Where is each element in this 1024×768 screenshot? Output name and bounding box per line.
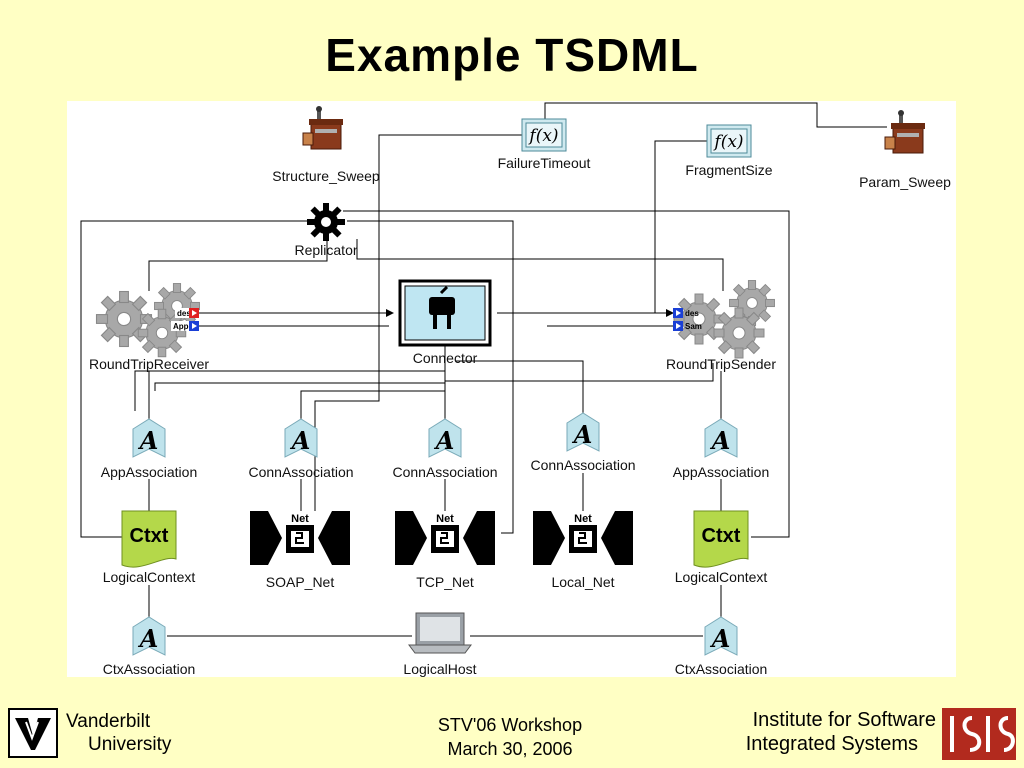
svg-text:A: A (710, 426, 731, 455)
app-association-left-node[interactable]: A AppAssociation (101, 418, 198, 480)
svg-text:A: A (434, 426, 455, 455)
diagram-canvas: Structure_Sweep f(x) FailureTimeout f(x)… (67, 101, 956, 677)
replicator-node[interactable]: Replicator (294, 203, 358, 258)
logical-context-left-node[interactable]: Ctxt LogicalContext (103, 510, 196, 585)
vanderbilt-line-1: Vanderbilt (66, 711, 151, 732)
vanderbilt-logo-icon (8, 708, 58, 758)
svg-text:f(x): f(x) (712, 132, 743, 152)
structure-sweep-node[interactable]: Structure_Sweep (272, 105, 380, 184)
footer-workshop: STV'06 Workshop March 30, 2006 (360, 713, 660, 761)
isis-line-2: Integrated Systems (745, 733, 918, 755)
workshop-name: STV'06 Workshop (437, 715, 583, 735)
ctx-association-right-node[interactable]: A CtxAssociation (675, 616, 768, 677)
svg-text:A: A (710, 624, 731, 653)
gear-icon (307, 203, 345, 241)
logical-host-node[interactable]: LogicalHost (403, 612, 477, 677)
port-app: App (173, 322, 189, 331)
association-icon: A (132, 418, 166, 458)
association-icon: A (132, 616, 166, 656)
slide-title: Example TSDML (325, 29, 699, 81)
local-net-node[interactable]: Net Local_Net (532, 510, 634, 590)
svg-text:Net: Net (574, 513, 592, 525)
logical-context-right-label: LogicalContext (675, 569, 768, 585)
isis-logo-icon (942, 708, 1016, 760)
failure-timeout-label: FailureTimeout (498, 155, 591, 171)
association-icon: A (566, 412, 600, 452)
structure-sweep-label: Structure_Sweep (272, 168, 380, 184)
association-icon: A (428, 418, 462, 458)
app-association-left-label: AppAssociation (101, 464, 198, 480)
round-trip-sender-label: RoundTripSender (666, 356, 776, 372)
gears-icon (95, 283, 200, 358)
fragment-size-node[interactable]: f(x) FragmentSize (685, 124, 773, 178)
svg-text:A: A (572, 420, 593, 449)
connector-label: Connector (413, 350, 478, 366)
vanderbilt-branding: Vanderbilt University (8, 708, 208, 764)
vanderbilt-line-2: University (88, 734, 172, 755)
plug-icon (429, 285, 455, 329)
workshop-date: March 30, 2006 (447, 739, 573, 759)
association-icon: A (704, 616, 738, 656)
soap-net-label: SOAP_Net (266, 574, 335, 590)
conn-association-1-label: ConnAssociation (248, 464, 353, 480)
tcp-net-node[interactable]: Net TCP_Net (394, 510, 496, 590)
coffee-grinder-icon (302, 105, 344, 150)
app-association-right-node[interactable]: A AppAssociation (673, 418, 770, 480)
association-icon: A (704, 418, 738, 458)
svg-text:A: A (138, 426, 159, 455)
conn-association-2-node[interactable]: A ConnAssociation (392, 418, 498, 480)
laptop-icon (408, 612, 472, 654)
conn-association-2-label: ConnAssociation (392, 464, 497, 480)
ctx-association-left-node[interactable]: A CtxAssociation (103, 616, 196, 677)
association-icon: A (284, 418, 318, 458)
port-des: des (177, 309, 191, 318)
svg-text:f(x): f(x) (527, 126, 558, 146)
svg-text:Ctxt: Ctxt (702, 525, 741, 547)
round-trip-receiver-label: RoundTripReceiver (89, 356, 209, 372)
tsdml-diagram: Structure_Sweep f(x) FailureTimeout f(x)… (80, 102, 951, 677)
ctx-association-right-label: CtxAssociation (675, 661, 768, 677)
logical-context-right-node[interactable]: Ctxt LogicalContext (675, 510, 768, 585)
svg-text:Ctxt: Ctxt (130, 525, 169, 547)
isis-name: Institute for Software Integrated System… (740, 708, 936, 756)
network-icon: Net (394, 510, 496, 566)
svg-text:Net: Net (436, 513, 454, 525)
svg-text:Net: Net (291, 513, 309, 525)
port-des: des (685, 309, 699, 318)
connector-node[interactable]: Connector (398, 279, 492, 366)
conn-association-1-node[interactable]: A ConnAssociation (248, 418, 354, 480)
failure-timeout-node[interactable]: f(x) FailureTimeout (498, 118, 591, 171)
network-icon: Net (249, 510, 351, 566)
gears-icon (673, 280, 775, 359)
context-icon: Ctxt (693, 510, 749, 568)
conn-association-3-label: ConnAssociation (530, 457, 635, 473)
vanderbilt-name: Vanderbilt University (66, 710, 171, 756)
fragment-size-label: FragmentSize (685, 162, 772, 178)
replicator-label: Replicator (294, 242, 357, 258)
param-sweep-node[interactable]: Param_Sweep (859, 109, 951, 190)
local-net-label: Local_Net (551, 574, 614, 590)
connection-lines (80, 102, 887, 637)
app-association-right-label: AppAssociation (673, 464, 770, 480)
ctx-association-left-label: CtxAssociation (103, 661, 196, 677)
isis-line-1: Institute for Software (752, 709, 936, 731)
svg-text:A: A (290, 426, 311, 455)
round-trip-sender-node[interactable]: des Sam RoundTripSender (666, 280, 776, 373)
logical-host-label: LogicalHost (403, 661, 476, 677)
param-sweep-label: Param_Sweep (859, 174, 951, 190)
port-sam: Sam (685, 322, 702, 331)
context-icon: Ctxt (121, 510, 177, 568)
logical-context-left-label: LogicalContext (103, 569, 196, 585)
round-trip-receiver-node[interactable]: des App RoundTripReceiver (89, 283, 209, 373)
soap-net-node[interactable]: Net SOAP_Net (249, 510, 351, 590)
network-icon: Net (532, 510, 634, 566)
coffee-grinder-icon (884, 109, 926, 154)
tcp-net-label: TCP_Net (416, 574, 474, 590)
conn-association-3-node[interactable]: A ConnAssociation (530, 412, 636, 473)
svg-text:A: A (138, 624, 159, 653)
